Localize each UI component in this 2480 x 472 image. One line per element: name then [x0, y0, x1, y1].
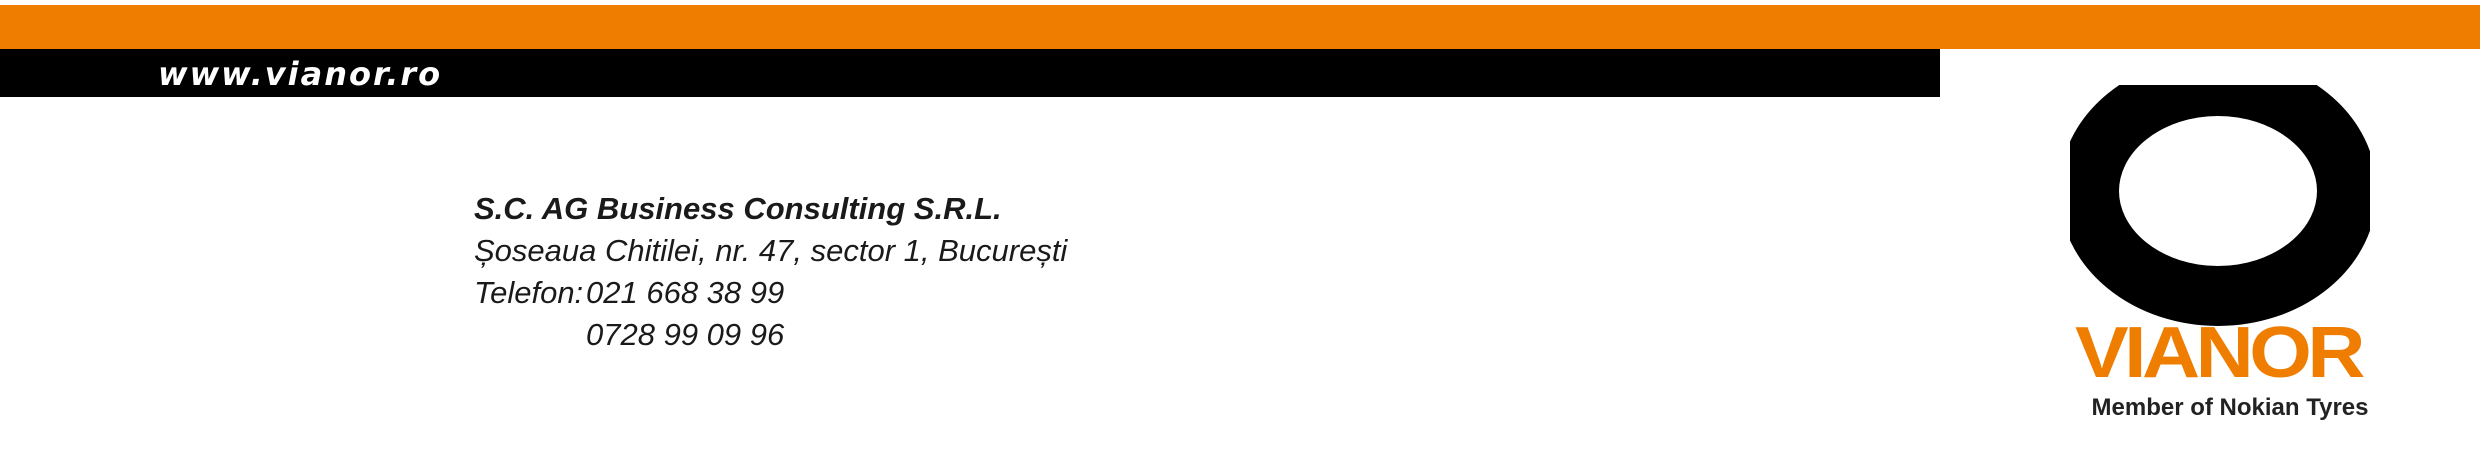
vianor-logo: VIANOR — [2070, 85, 2370, 393]
phone-row-2: 0728 99 09 96 — [474, 314, 1474, 356]
street-address: Șoseaua Chitilei, nr. 47, sector 1, Bucu… — [474, 233, 1068, 268]
nokian-tagline: Member of Nokian Tyres — [2091, 394, 2369, 421]
phone-number-1: 021 668 38 99 — [586, 275, 785, 310]
header-black-bar — [0, 49, 1940, 97]
address-block: S.C. AG Business Consulting S.R.L. Șosea… — [474, 188, 1474, 356]
tyre-ring-icon — [2070, 85, 2370, 326]
company-name: S.C. AG Business Consulting S.R.L. — [474, 191, 1002, 226]
header-orange-bar — [0, 5, 2480, 49]
phone-number-2: 0728 99 09 96 — [586, 317, 785, 352]
phone-row-1: Telefon: 021 668 38 99 — [474, 272, 1474, 314]
website-url[interactable]: www.vianor.ro — [158, 55, 443, 93]
vianor-wordmark: VIANOR — [2075, 313, 2364, 393]
phone-label: Telefon: — [474, 275, 584, 310]
